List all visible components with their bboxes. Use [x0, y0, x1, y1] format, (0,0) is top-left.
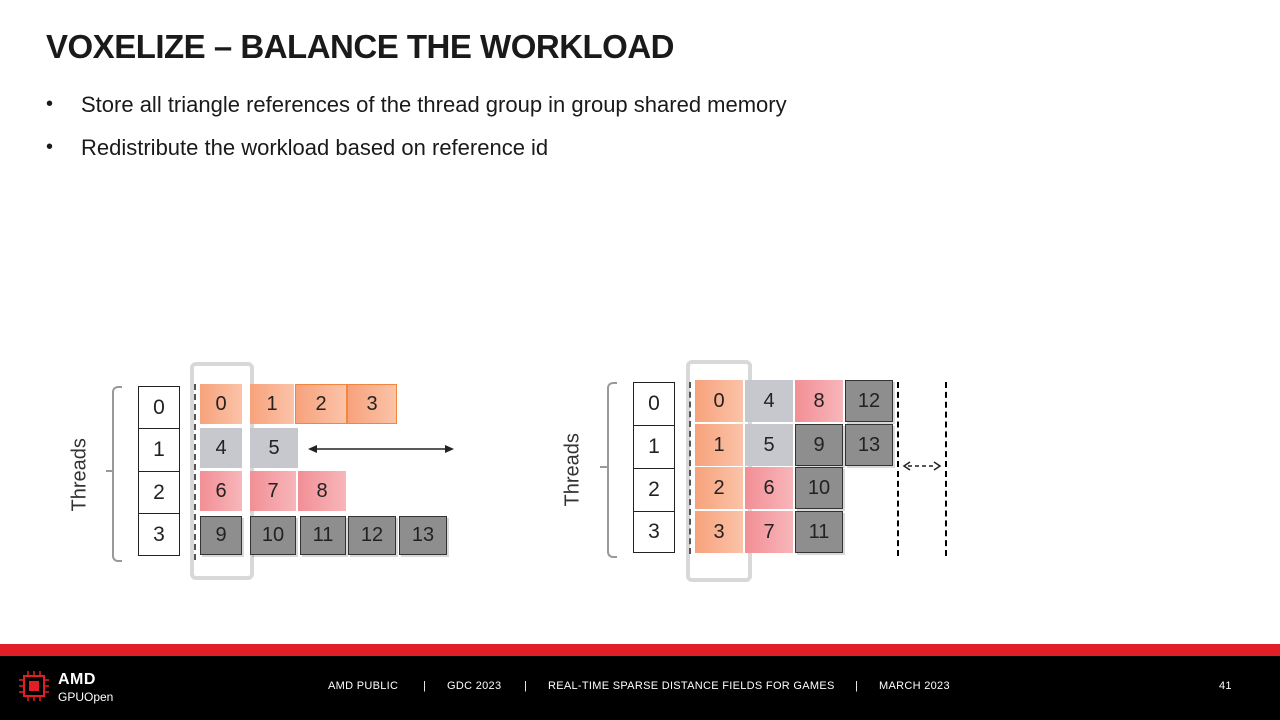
thread-index: 2 [633, 468, 675, 512]
work-item: 6 [745, 467, 793, 509]
work-item: 10 [795, 467, 843, 509]
footer-separator: | [855, 680, 859, 692]
work-item: 5 [250, 428, 298, 468]
work-item: 4 [745, 380, 793, 422]
bullet-symbol: • [46, 136, 54, 158]
work-item: 9 [795, 424, 843, 466]
workload-span-arrow [902, 461, 942, 471]
page-number: 41 [1219, 680, 1232, 692]
work-item: 1 [250, 384, 294, 424]
thread-index: 0 [138, 386, 180, 429]
threads-brace-tick [600, 466, 608, 468]
work-item: 4 [200, 428, 242, 468]
work-item: 10 [250, 516, 296, 555]
thread-index: 3 [633, 511, 675, 553]
bullet-text: Store all triangle references of the thr… [81, 92, 787, 117]
page-title: VOXELIZE – BALANCE THE WORKLOAD [46, 28, 675, 65]
work-item: 0 [695, 380, 743, 422]
work-item: 5 [745, 424, 793, 466]
amd-logo-text: AMD [58, 671, 96, 688]
work-item: 7 [745, 511, 793, 553]
bullet-text: Redistribute the workload based on refer… [81, 135, 549, 160]
footer-classification: AMD PUBLIC [328, 680, 399, 692]
work-item: 8 [795, 380, 843, 422]
work-item: 9 [200, 516, 242, 555]
work-item: 3 [347, 384, 397, 424]
footer-separator: | [423, 680, 427, 692]
work-item: 2 [295, 384, 347, 424]
work-item: 8 [298, 471, 346, 511]
workload-span-arrow [308, 445, 454, 453]
thread-index: 0 [633, 382, 675, 426]
divider-line [194, 384, 196, 560]
bullet-symbol: • [46, 93, 54, 115]
work-item: 6 [200, 471, 242, 511]
footer-separator: | [524, 680, 528, 692]
footer: AMD GPUOpen AMD PUBLIC | GDC 2023 | REAL… [0, 656, 1280, 720]
threads-brace-tick [106, 470, 114, 472]
work-item: 1 [695, 424, 743, 466]
bullet-list: • Store all triangle references of the th… [46, 88, 787, 174]
work-item: 13 [845, 424, 893, 466]
footer-date: MARCH 2023 [879, 680, 950, 692]
work-item: 2 [695, 467, 743, 509]
work-item: 12 [845, 380, 893, 422]
work-item: 11 [795, 511, 843, 553]
work-item: 12 [348, 516, 396, 555]
footer-event: GDC 2023 [447, 680, 502, 692]
chip-icon [19, 671, 49, 701]
threads-axis-label: Threads [561, 433, 584, 507]
work-item: 11 [300, 516, 346, 555]
divider-line [689, 382, 691, 554]
thread-index: 1 [633, 425, 675, 469]
bullet-item: • Redistribute the workload based on refe… [46, 131, 787, 174]
footer-talk-title: REAL-TIME SPARSE DISTANCE FIELDS FOR GAM… [548, 680, 835, 692]
workload-bound-line [945, 382, 947, 556]
work-item: 0 [200, 384, 242, 424]
threads-brace [112, 386, 122, 562]
work-item: 13 [399, 516, 447, 555]
gpuopen-logo-text: GPUOpen [58, 690, 114, 704]
threads-brace [607, 382, 617, 558]
footer-accent-bar [0, 644, 1280, 656]
work-item: 7 [250, 471, 296, 511]
work-item: 3 [695, 511, 743, 553]
threads-axis-label: Threads [68, 438, 91, 512]
thread-index: 3 [138, 513, 180, 556]
workload-bound-line [897, 382, 899, 556]
thread-index: 1 [138, 428, 180, 472]
bullet-item: • Store all triangle references of the th… [46, 88, 787, 131]
thread-index: 2 [138, 471, 180, 514]
